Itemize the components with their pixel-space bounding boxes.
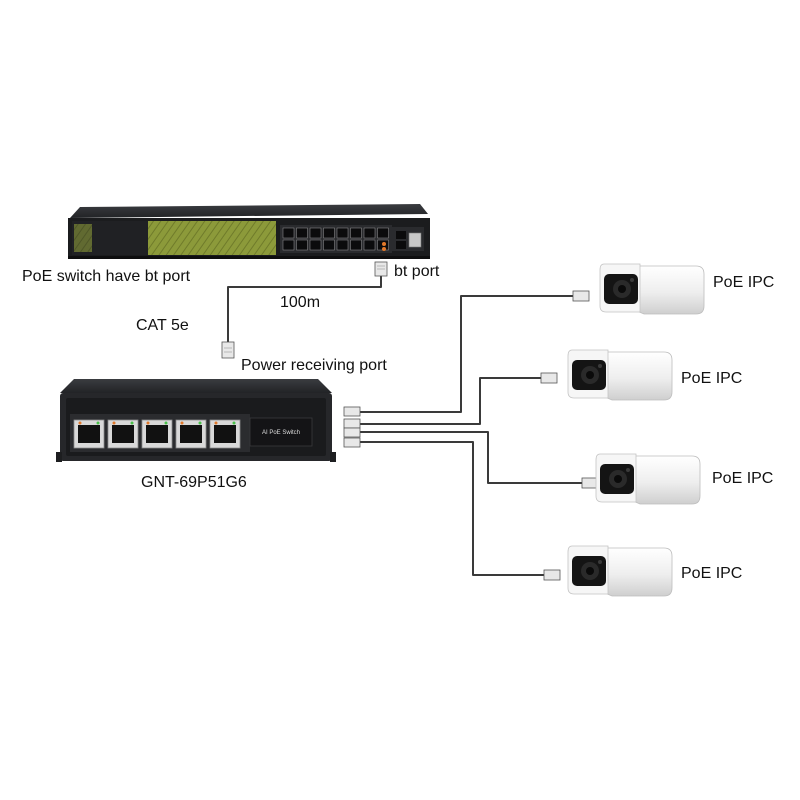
small-poe-switch: AI PoE Switch (56, 379, 336, 462)
camera-4 (567, 545, 673, 597)
main-switch-port-block (280, 225, 392, 253)
camera-3-cable (357, 431, 584, 484)
switch-badge-text: AI PoE Switch (262, 430, 300, 436)
main-switch-port (323, 227, 335, 239)
switch-badge-panel (249, 417, 313, 447)
camera-side-connectors (540, 290, 599, 581)
uplink-cable (227, 275, 382, 343)
main-poe-switch (68, 204, 430, 259)
power-receiving-label: Power receiving port (241, 357, 387, 374)
camera-1-cable (357, 295, 575, 413)
cable-type-label: CAT 5e (136, 317, 189, 334)
main-switch-port (363, 239, 376, 251)
camera-2-cable (357, 377, 543, 425)
connectors (221, 261, 599, 581)
main-switch-port (350, 239, 362, 251)
camera-4-cable (357, 441, 546, 576)
main-switch-port (350, 227, 362, 239)
camera-3 (595, 453, 701, 505)
small-switch-port-block (73, 419, 241, 449)
main-switch-port (363, 227, 376, 239)
main-switch-port (296, 227, 308, 239)
camera-2-label: PoE IPC (681, 370, 742, 387)
main-switch-port (323, 239, 335, 251)
switch-side-connectors (343, 406, 361, 448)
main-switch-port (296, 239, 308, 251)
main-switch-port (377, 227, 389, 239)
cables (227, 275, 584, 576)
main-switch-port (336, 239, 349, 251)
bt-port-label: bt port (394, 263, 440, 280)
camera-2 (567, 349, 673, 401)
distance-label: 100m (280, 294, 320, 311)
camera-3-label: PoE IPC (712, 470, 773, 487)
main-switch-port (336, 227, 349, 239)
camera-1-label: PoE IPC (713, 274, 774, 291)
main-switch-port (282, 227, 295, 239)
camera-1 (599, 263, 705, 315)
main-switch-port (309, 227, 322, 239)
main-switch-label: PoE switch have bt port (22, 268, 191, 285)
small-switch-model-label: GNT-69P51G6 (141, 474, 247, 491)
main-switch-port (282, 239, 295, 251)
main-switch-port (309, 239, 322, 251)
power-receiving-connector (221, 341, 235, 359)
switch-left-accent (74, 224, 92, 252)
bt-port-connector (374, 261, 388, 277)
camera-4-label: PoE IPC (681, 565, 742, 582)
